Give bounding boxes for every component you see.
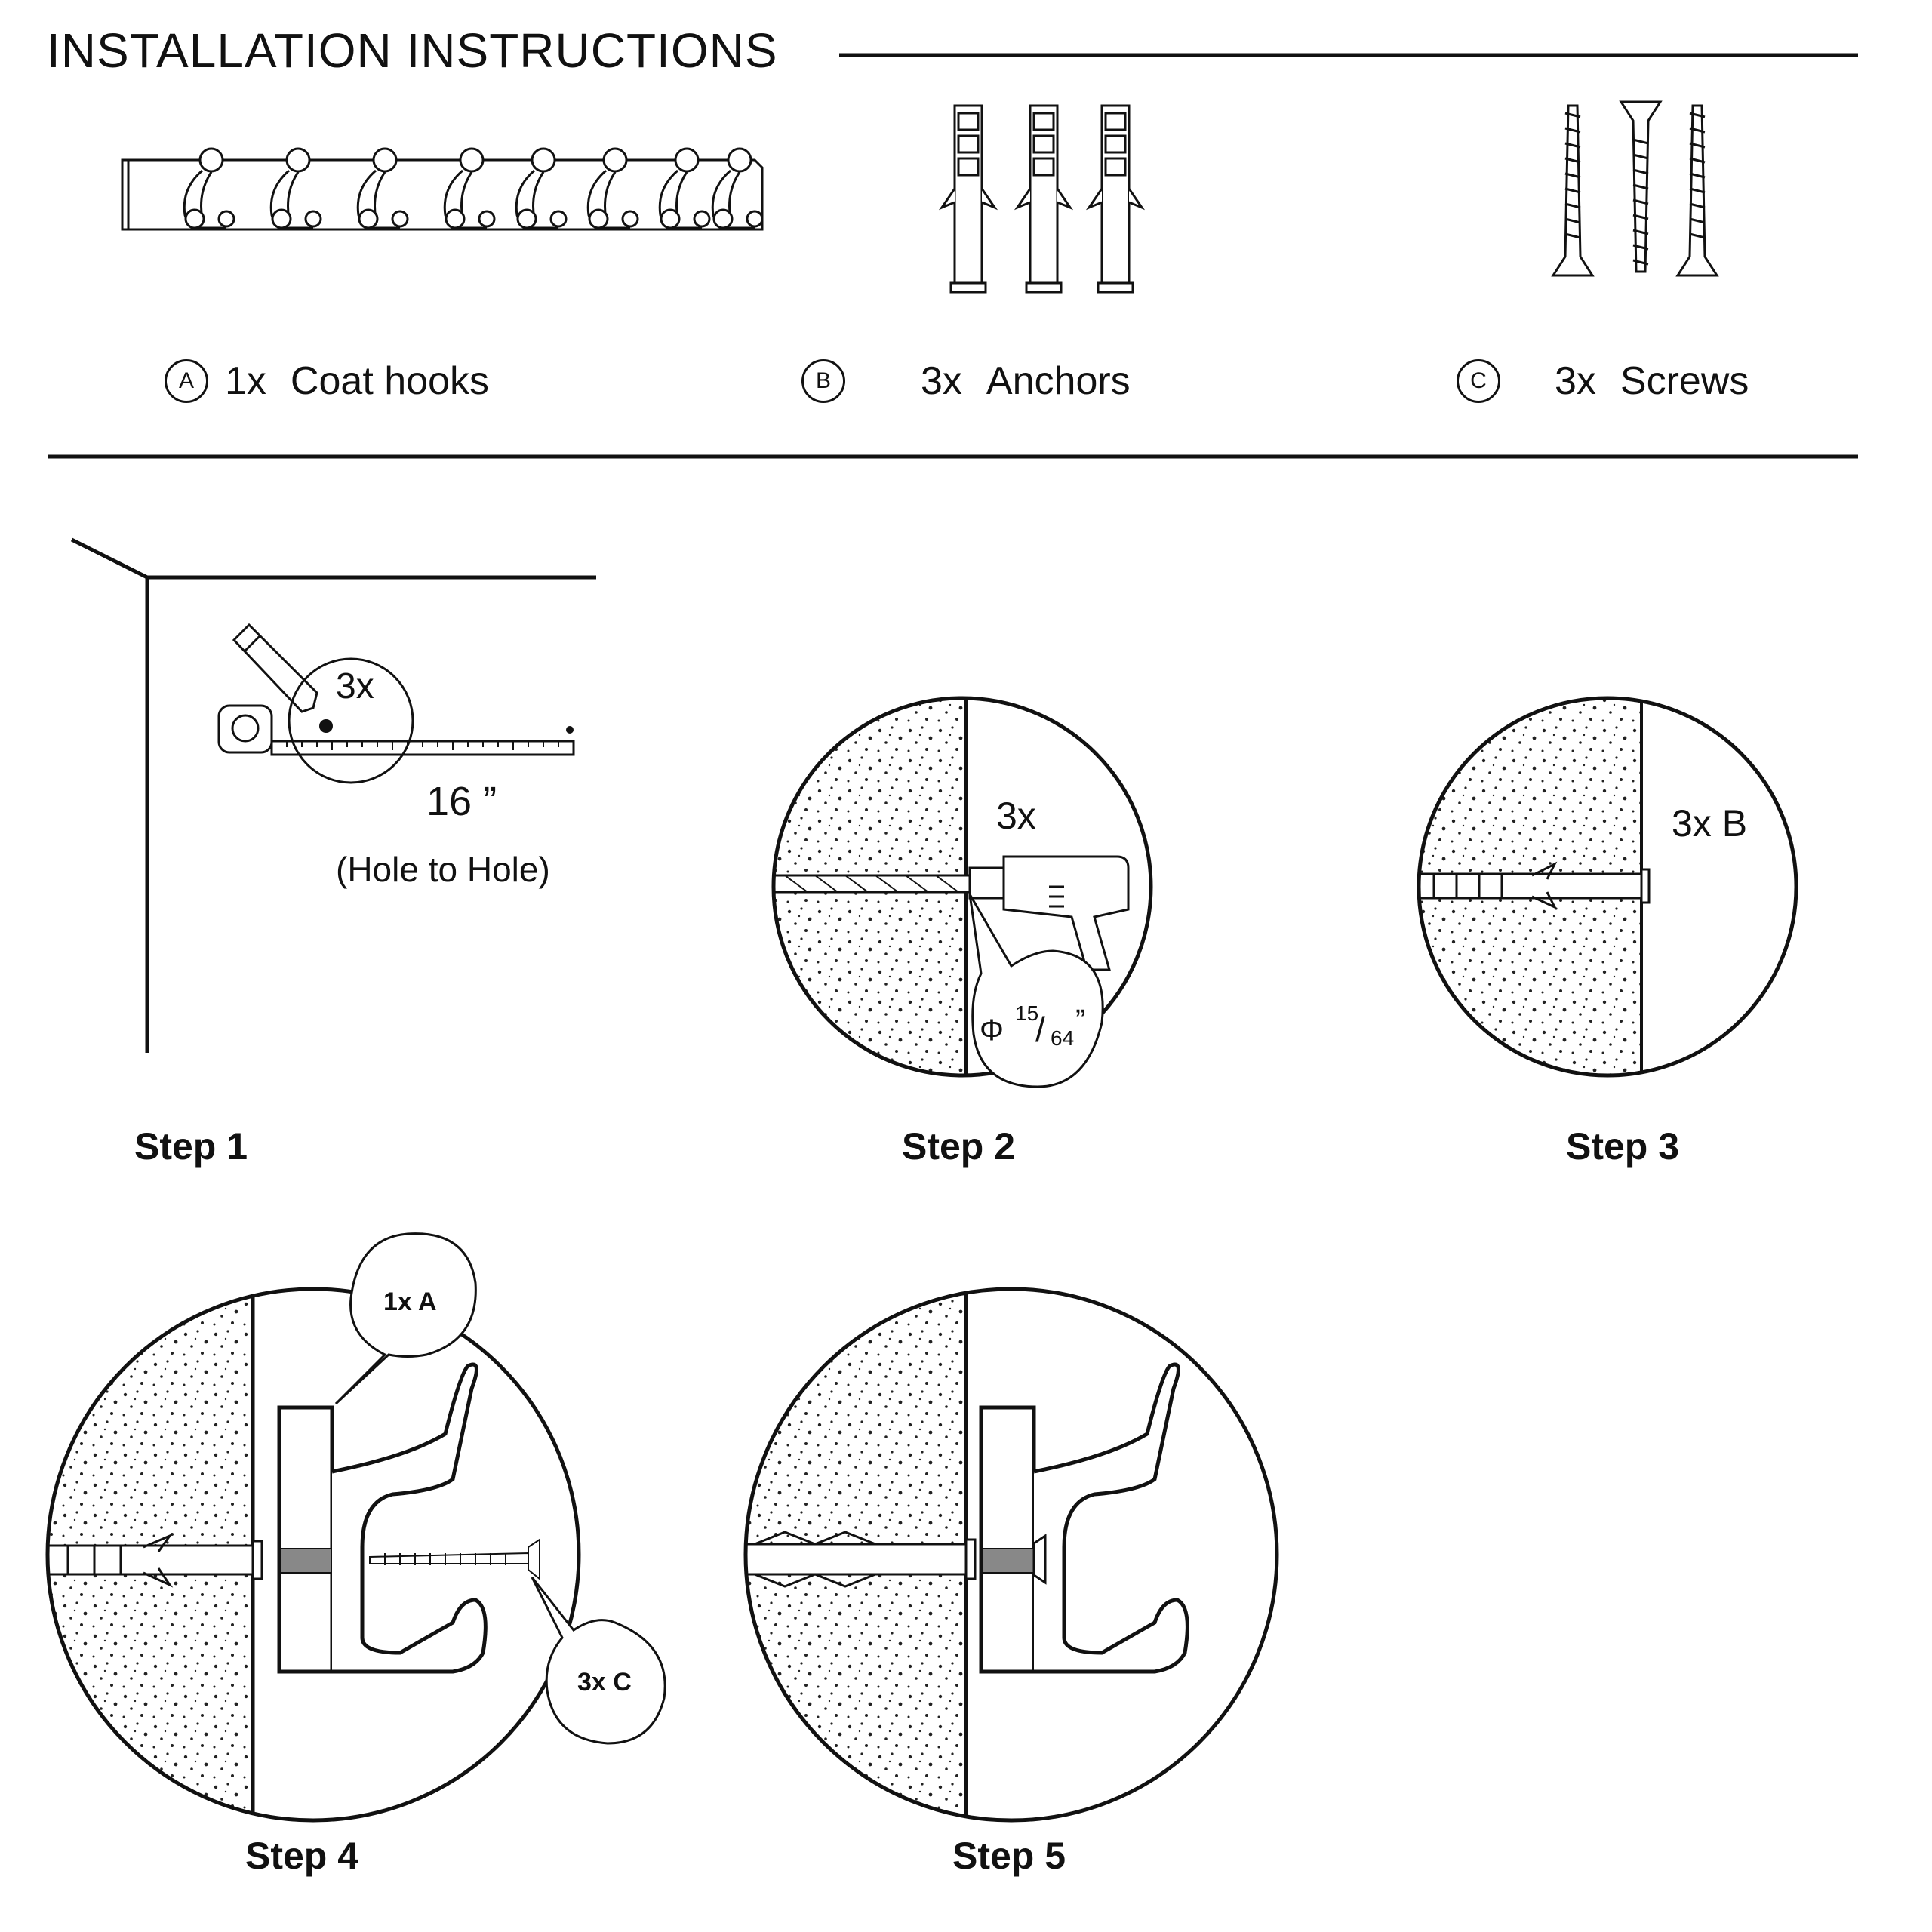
coat-hook-side (979, 1362, 1189, 1674)
mark-dot-second (566, 726, 574, 734)
part-c-name: Screws (1620, 359, 1749, 403)
callout-c (531, 1577, 666, 1745)
callout-a-label: 1x A (383, 1287, 437, 1316)
step2-detail: 3x Φ 15 / 64 ” (771, 696, 1153, 1088)
drill-icon (968, 855, 1130, 971)
drill-size-slash: / (1035, 1010, 1045, 1049)
step3-detail: 3x B (1417, 696, 1798, 1078)
step3-label: Step 3 (1566, 1125, 1680, 1168)
anchor-expanded (746, 1531, 977, 1588)
mark-dot (319, 719, 333, 733)
screw-head (1032, 1534, 1047, 1585)
part-c-badge: C (1457, 359, 1500, 403)
step4-label: Step 4 (245, 1835, 359, 1877)
part-c-qty: 3x (1555, 359, 1596, 403)
part-b-name: Anchors (986, 359, 1131, 403)
page-title: INSTALLATION INSTRUCTIONS (47, 23, 778, 78)
part-a-qty: 1x (225, 359, 266, 403)
drill-diameter-symbol: Φ (980, 1014, 1004, 1047)
screws-illustration (1551, 100, 1718, 277)
step2-count: 3x (996, 795, 1036, 837)
screw-side (369, 1538, 540, 1581)
step2-label: Step 2 (902, 1125, 1016, 1168)
part-a-name: Coat hooks (290, 359, 489, 403)
anchor-in-wall (48, 1533, 263, 1588)
step4-detail: 1x A 3x C (45, 1232, 666, 1823)
step1-note: (Hole to Hole) (336, 850, 550, 889)
step5-detail (743, 1287, 1279, 1823)
drill-size-denominator: 64 (1051, 1026, 1074, 1050)
step3-count: 3x B (1672, 802, 1747, 844)
drill-size-callout (968, 894, 1104, 1088)
step1-tape-measure (217, 704, 575, 756)
drill-size-unit: ” (1075, 1004, 1085, 1037)
anchors-illustration (938, 104, 1143, 294)
part-b-qty: 3x (921, 359, 962, 403)
step1-label: Step 1 (134, 1125, 248, 1168)
coat-hook-side (277, 1362, 488, 1674)
step1-wall-corner (70, 537, 596, 1053)
part-b-badge: B (801, 359, 845, 403)
anchor-in-wall (1419, 861, 1651, 910)
step5-label: Step 5 (952, 1835, 1066, 1877)
callout-c-label: 3x C (577, 1668, 632, 1697)
part-b-label: B 3x Anchors (801, 358, 1131, 404)
pencil-icon (232, 623, 318, 713)
part-a-label: A 1x Coat hooks (165, 358, 489, 404)
step1-count: 3x (336, 666, 374, 706)
part-c-label: C 3x Screws (1457, 358, 1749, 404)
callout-a (334, 1232, 477, 1405)
step1-distance: 16 ” (426, 779, 497, 824)
step1-magnify-circle (288, 657, 414, 784)
drill-size-numerator: 15 (1015, 1001, 1038, 1025)
part-a-badge: A (165, 359, 208, 403)
coat-hooks-illustration (121, 147, 764, 231)
